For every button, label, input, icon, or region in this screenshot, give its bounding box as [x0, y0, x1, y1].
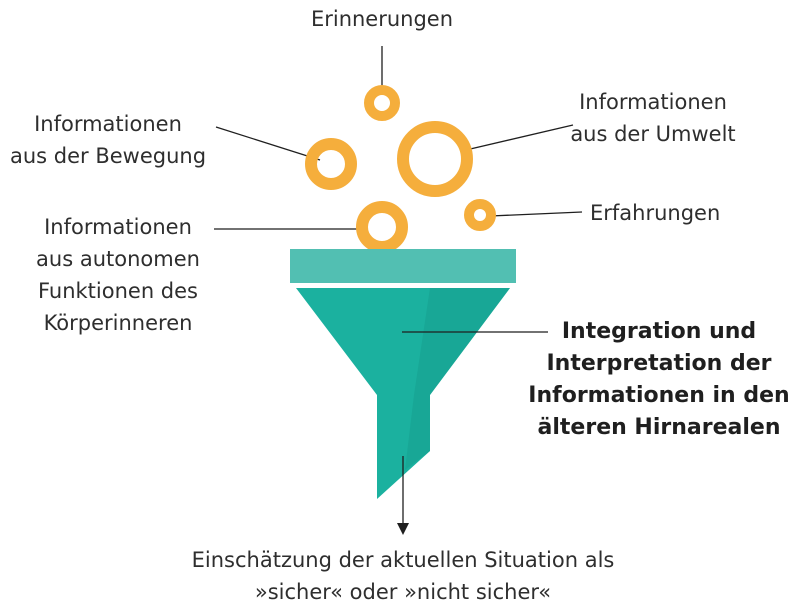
label-bewegung: Informationen aus der Bewegung	[0, 108, 216, 172]
label-output-line2: »sicher« oder »nicht sicher«	[254, 580, 552, 604]
circle-erfahrungen	[464, 199, 496, 231]
label-autonom-line3: Funktionen des	[37, 279, 199, 303]
label-umwelt-line1: Informationen	[579, 90, 727, 114]
label-autonom-line1: Informationen	[44, 215, 192, 239]
funnel-rim	[290, 249, 516, 283]
circle-autonom	[356, 201, 408, 253]
circle-bewegung	[305, 138, 357, 190]
label-autonom: Informationen aus autonomen Funktionen d…	[20, 211, 216, 339]
label-integration-line3: Informationen in den	[528, 383, 790, 408]
funnel-shade	[405, 288, 510, 470]
label-erfahrungen-text: Erfahrungen	[590, 201, 721, 225]
connector-umwelt	[465, 124, 574, 151]
label-integration-line2: Interpretation der	[546, 351, 772, 376]
label-umwelt: Informationen aus der Umwelt	[568, 86, 738, 150]
label-bewegung-line1: Informationen	[34, 112, 182, 136]
label-autonom-line4: Körperinneren	[43, 311, 193, 335]
label-erfahrungen: Erfahrungen	[590, 197, 780, 229]
connector-erfahrungen	[489, 211, 583, 217]
label-output-line1: Einschätzung der aktuellen Situation als	[191, 548, 615, 572]
label-autonom-line2: aus autonomen	[36, 247, 200, 271]
label-bewegung-line2: aus der Bewegung	[9, 144, 207, 168]
label-integration: Integration und Interpretation der Infor…	[528, 316, 790, 444]
label-output: Einschätzung der aktuellen Situation als…	[150, 544, 656, 608]
output-arrow-head	[397, 523, 409, 535]
label-integration-line4: älteren Hirnarealen	[537, 415, 781, 440]
circle-erinnerungen	[364, 85, 400, 121]
label-integration-line1: Integration und	[561, 319, 757, 344]
circle-umwelt	[397, 121, 473, 197]
label-erinnerungen-text: Erinnerungen	[310, 7, 454, 31]
label-erinnerungen: Erinnerungen	[292, 3, 472, 35]
connector-bewegung	[215, 126, 321, 161]
label-umwelt-line2: aus der Umwelt	[570, 122, 736, 146]
